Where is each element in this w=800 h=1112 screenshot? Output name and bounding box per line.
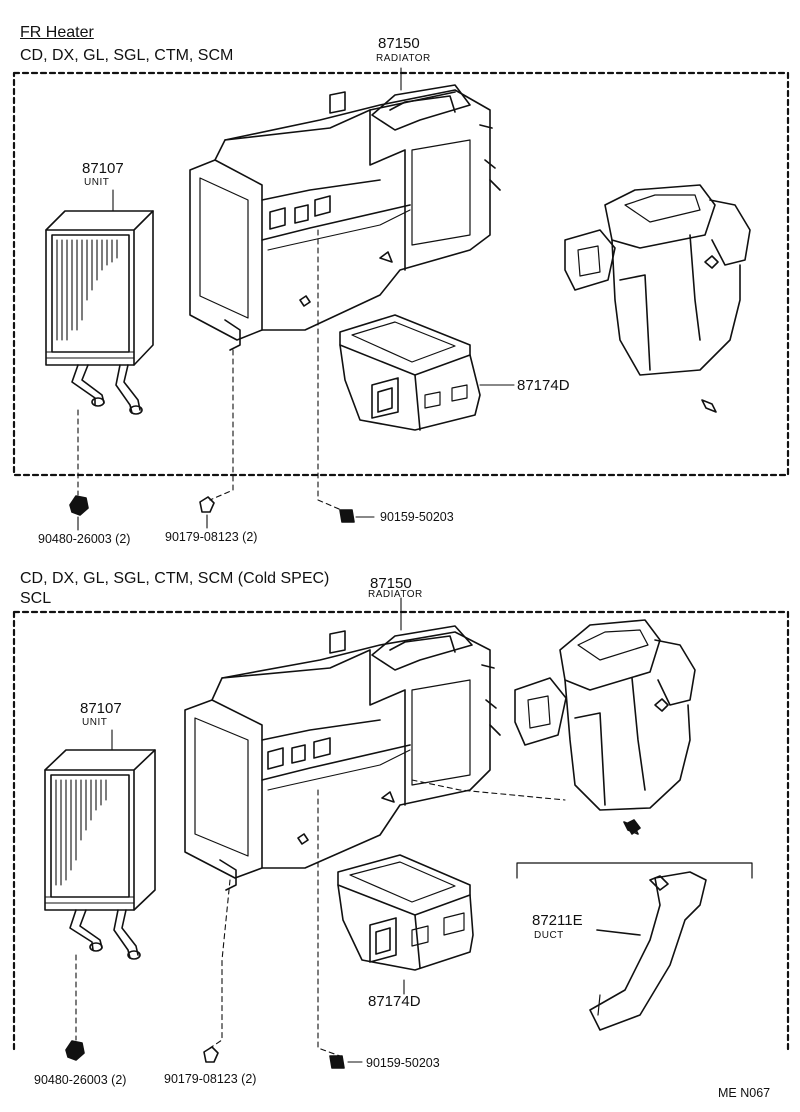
blower-unit-2 [514,619,696,835]
duct-case-1 [339,314,481,431]
section-1-frame [12,71,790,477]
section-2-frame [12,610,790,1054]
unit-part-number-1: 87107 [82,160,124,177]
heater-radiator-housing-2 [184,625,501,891]
part-number-b-2: 90179-08123 (2) [164,1072,257,1086]
duct-part-number: 87211E [532,912,583,929]
part-number-c-1: 90159-50203 [380,510,454,524]
radiator-part-number-1: 87150 [378,35,420,52]
variants-label-2a: CD, DX, GL, SGL, CTM, SCM (Cold SPEC) [20,570,330,587]
heater-core-unit-2 [44,749,156,960]
duct-case-2 [337,854,474,971]
radiator-label-1: RADIATOR [376,53,431,64]
variants-label-1: CD, DX, GL, SGL, CTM, SCM [20,47,234,64]
heater-core-unit-1 [45,210,154,415]
unit-part-number-2: 87107 [80,700,122,717]
unit-label-2: UNIT [82,717,108,728]
radiator-part-number-2: 87150 [370,575,412,592]
radiator-label-2: RADIATOR [368,589,423,600]
fasteners-1 [69,495,355,523]
fasteners-2 [65,819,641,1069]
unit-label-1: UNIT [84,177,110,188]
part-number-a-1: 90480-26003 (2) [38,532,131,546]
blower-unit-1 [564,184,751,413]
part-number-a-2: 90480-26003 (2) [34,1073,127,1087]
section-title: FR Heater [20,24,94,41]
case-part-number-2: 87174D [368,993,421,1010]
variants-label-2b: SCL [20,590,52,607]
case-part-number-1: 87174D [517,377,570,394]
leader-lines-2 [75,597,566,1063]
part-number-c-2: 90159-50203 [366,1056,440,1070]
part-number-b-1: 90179-08123 (2) [165,530,258,544]
diagram-code: ME N067 [718,1086,771,1100]
heater-radiator-housing-1 [189,84,501,351]
duct-87211e [589,871,707,1031]
duct-label: DUCT [534,930,564,941]
leader-lines-1 [77,67,515,531]
